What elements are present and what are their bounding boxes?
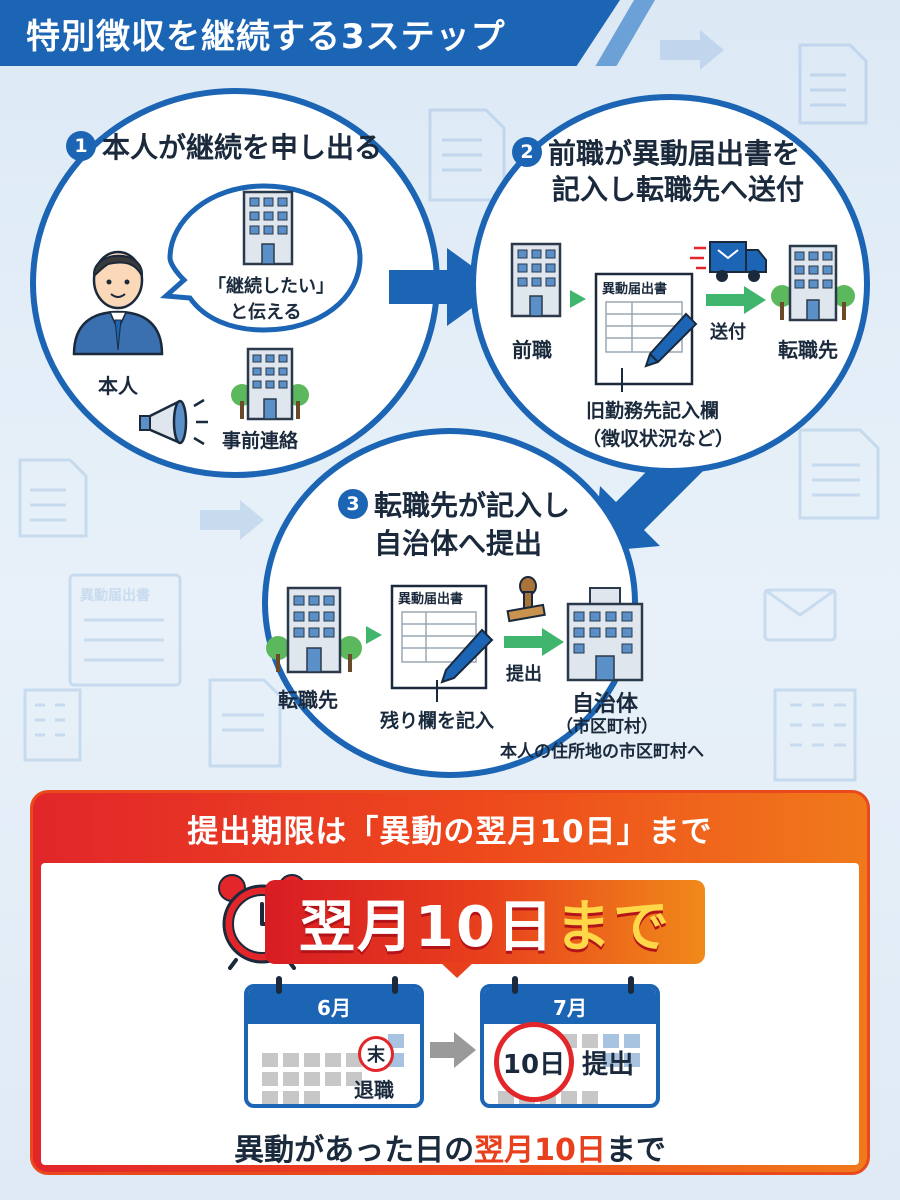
step3-submit-label: 提出 (506, 664, 542, 685)
step3-to-note: 本人の住所地の市区町村へ (500, 742, 704, 762)
stamp-icon (506, 576, 546, 623)
arrow-right-icon (430, 1032, 476, 1068)
speech-text-2: と伝える (230, 302, 302, 323)
calendar-june-caption: 退職 (354, 1078, 394, 1102)
building-icon (242, 190, 294, 266)
calendar-june-grid (248, 1024, 420, 1104)
building-icon (771, 244, 855, 322)
day-10-mark: 10日 (494, 1022, 574, 1102)
megaphone-icon (139, 398, 208, 446)
step1-number: 1 (66, 131, 96, 161)
submit-arrow-icon (504, 628, 564, 656)
calendar-june: 6月 (244, 984, 424, 1108)
binder-rings (512, 976, 634, 994)
step3-doc-title: 異動届出書 (398, 592, 464, 607)
step2-send-label: 送付 (710, 322, 746, 343)
step2-number: 2 (512, 137, 542, 167)
binder-rings (276, 976, 398, 994)
person-icon (72, 250, 164, 356)
deadline-ribbon-text: 翌月10日まで (299, 894, 671, 960)
speech-text-1: 「継続したい」 (208, 276, 334, 297)
deadline-heading: 提出期限は「異動の翌月10日」まで (187, 813, 713, 850)
background-doc-text: 異動届出書 (80, 587, 150, 604)
building-icon (266, 586, 362, 674)
step2-to-label: 転職先 (778, 338, 838, 362)
deadline-panel: 提出期限は「異動の翌月10日」まで (30, 790, 870, 1175)
building-icon (231, 347, 309, 421)
step3-number: 3 (338, 489, 368, 519)
step2-from-label: 前職 (512, 338, 552, 362)
calendar-july-month: 7月 (484, 988, 656, 1024)
deadline-ribbon: 翌月10日まで (265, 880, 705, 964)
page-title: 特別徴収を継続する3ステップ (0, 0, 620, 66)
step2-doc-title: 異動届出書 (602, 282, 668, 297)
step3-note-pointer (436, 680, 438, 702)
pen-icon (644, 312, 698, 368)
building-icon (510, 242, 562, 318)
deadline-footer: 異動があった日の翌月10日まで (234, 1133, 666, 1168)
step2-note-2: （徴収状況など） (582, 428, 735, 450)
small-arrow-icon (570, 290, 586, 308)
step3-from-label: 転職先 (278, 688, 338, 712)
step3-to-label: 自治体 (572, 692, 639, 717)
step2-note-pointer (621, 368, 623, 392)
step3-to-sub: （市区町村） (556, 717, 658, 737)
step3-note: 残り欄を記入 (380, 710, 495, 732)
ribbon-pointer (440, 962, 474, 978)
government-building-icon (566, 587, 644, 682)
small-arrow-icon (366, 626, 382, 644)
person-label: 本人 (98, 374, 138, 398)
step3-title-line2: 自治体へ提出 (374, 527, 543, 560)
step2-note-1: 旧勤務先記入欄 (586, 400, 720, 422)
calendar-july-caption: 提出 (582, 1050, 635, 1080)
truck-icon (690, 241, 767, 282)
calendar-june-month: 6月 (248, 988, 420, 1024)
send-arrow-icon (706, 286, 766, 314)
step2-title-line2: 記入し転職先へ送付 (552, 173, 805, 206)
end-of-month-mark: 末 (358, 1036, 394, 1072)
pen-icon (440, 628, 494, 684)
contact-label: 事前連絡 (222, 430, 299, 452)
